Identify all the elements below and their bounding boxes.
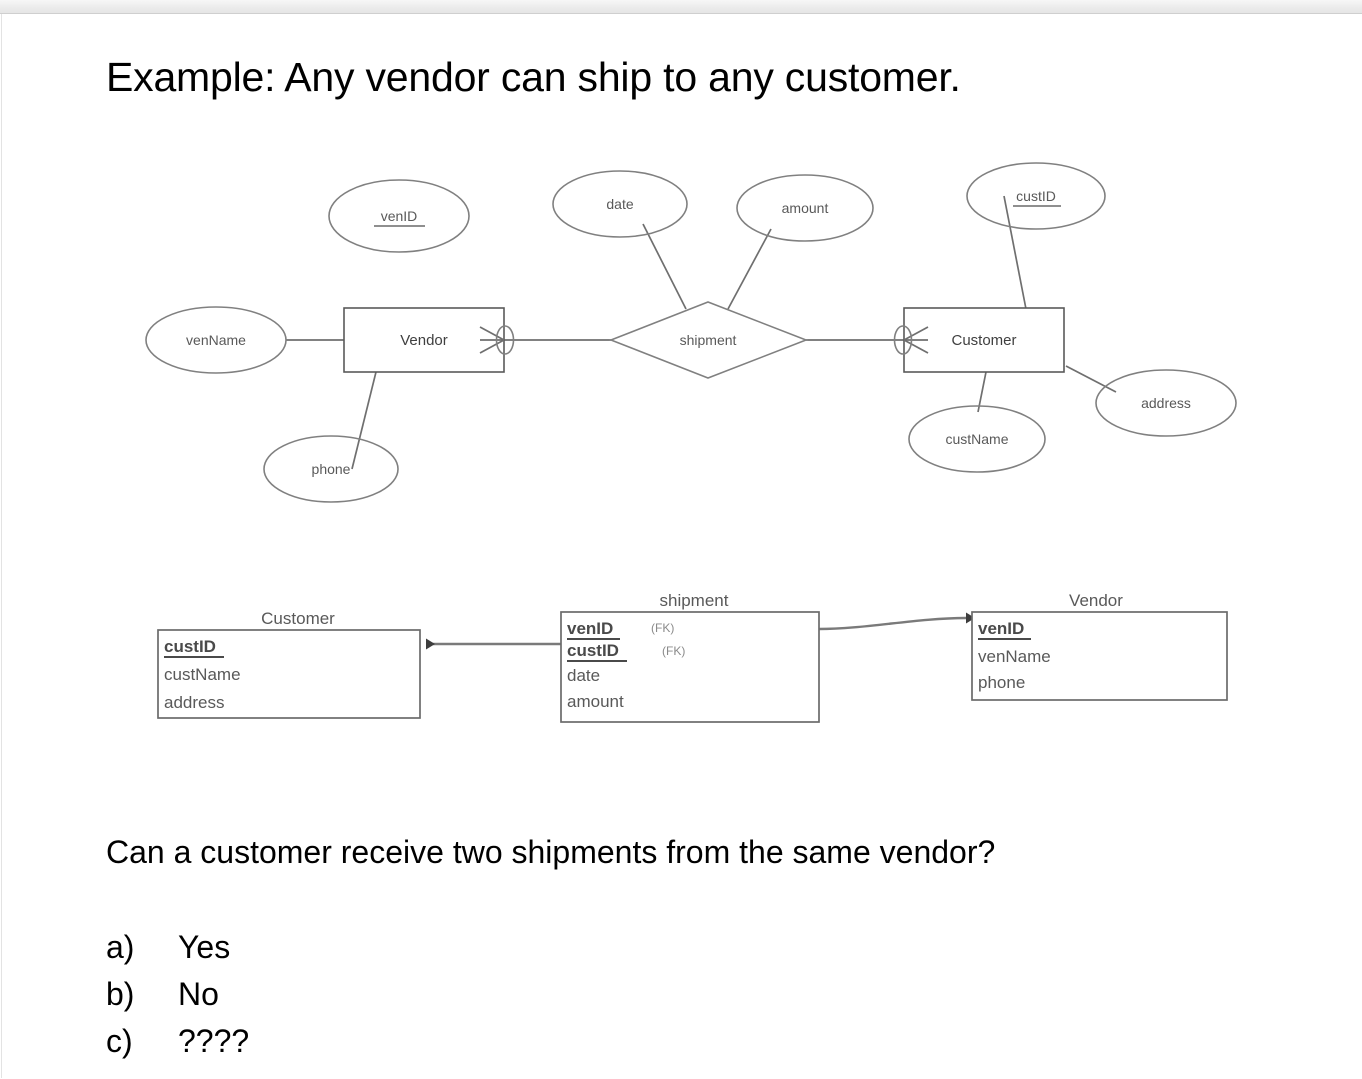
schema-field-shipment-custid: custID — [567, 641, 619, 660]
link-shipment-date — [642, 223, 687, 310]
schema-field-shipment-custid-fk: (FK) — [662, 644, 685, 658]
link-customer-custid — [1003, 195, 1027, 310]
fk-line-shipment-to-vendor — [818, 612, 975, 631]
er-relationship-shipment-label: shipment — [680, 332, 737, 348]
schema-field-shipment-venid-fk: (FK) — [651, 621, 674, 635]
schema-table-vendor-title: Vendor — [1069, 591, 1123, 610]
er-attribute-date[interactable]: date — [552, 170, 688, 238]
schema-table-customer[interactable]: Customer custID custName address — [157, 609, 421, 719]
schema-field-shipment-venid: venID — [567, 619, 613, 638]
answer-choice-c-letter: c) — [106, 1023, 133, 1059]
schema-field-vendor-venname: venName — [978, 647, 1051, 666]
er-entity-vendor-label: Vendor — [400, 332, 448, 349]
er-attribute-venid[interactable]: venID — [328, 179, 470, 253]
answer-choices: a) Yes b) No c) ???? — [106, 929, 249, 1070]
slide-content: Example: Any vendor can ship to any cust… — [1, 14, 1362, 1078]
crowsfoot-customer-end — [893, 325, 929, 355]
er-attribute-venid-label: venID — [381, 208, 418, 224]
schema-field-vendor-phone: phone — [978, 673, 1025, 692]
er-entity-vendor[interactable] — [343, 307, 505, 373]
schema-table-shipment-title: shipment — [660, 591, 729, 610]
er-attribute-custid[interactable]: custID — [966, 162, 1106, 230]
er-attribute-address[interactable]: address — [1095, 369, 1237, 437]
question-text: Can a customer receive two shipments fro… — [106, 834, 996, 870]
link-vendor-phone — [351, 371, 377, 470]
answer-choice-b-text: No — [178, 976, 219, 1012]
schema-table-customer-title: Customer — [261, 609, 335, 628]
er-attribute-amount[interactable]: amount — [736, 174, 874, 242]
relational-schema-diagram: Customer custID custName address shipmen… — [157, 591, 1228, 723]
schema-field-custname: custName — [164, 665, 241, 684]
er-attribute-date-label: date — [606, 196, 633, 212]
answer-choice-b-letter: b) — [106, 976, 135, 1012]
answer-choice-a[interactable]: a) Yes — [106, 929, 249, 976]
schema-field-vendor-venid: venID — [978, 619, 1024, 638]
er-entity-customer-label: Customer — [951, 332, 1016, 349]
er-attribute-address-label: address — [1141, 395, 1191, 411]
page-title: Example: Any vendor can ship to any cust… — [106, 54, 961, 100]
er-attribute-custid-label: custID — [1016, 188, 1056, 204]
answer-choice-a-letter: a) — [106, 929, 135, 965]
link-customer-address — [1065, 365, 1117, 393]
er-relationship-shipment[interactable] — [608, 301, 809, 379]
er-attribute-custname-label: custName — [945, 431, 1008, 447]
schema-field-shipment-amount: amount — [567, 692, 624, 711]
crowsfoot-vendor-end — [479, 325, 515, 355]
er-attribute-custname[interactable]: custName — [908, 405, 1046, 473]
schema-field-custid: custID — [164, 637, 216, 656]
er-attribute-venname[interactable]: venName — [145, 306, 287, 374]
er-attribute-phone-label: phone — [312, 461, 351, 477]
er-attribute-phone[interactable]: phone — [263, 435, 399, 503]
schema-table-vendor[interactable]: Vendor venID venName phone — [971, 591, 1228, 701]
answer-choice-c-text: ???? — [178, 1023, 250, 1059]
schema-table-shipment[interactable]: shipment venID (FK) custID (FK) date amo… — [560, 591, 820, 723]
window-chrome-bar — [0, 0, 1362, 14]
er-attribute-amount-label: amount — [782, 200, 829, 216]
er-diagram: Vendor Customer shipment venID — [145, 162, 1237, 503]
answer-choice-a-text: Yes — [178, 929, 231, 965]
schema-field-address: address — [164, 693, 224, 712]
schema-field-shipment-date: date — [567, 666, 600, 685]
link-shipment-amount — [727, 228, 772, 310]
er-attribute-venname-label: venName — [186, 332, 246, 348]
answer-choice-c[interactable]: c) ???? — [106, 1023, 249, 1070]
answer-choice-b[interactable]: b) No — [106, 976, 249, 1023]
